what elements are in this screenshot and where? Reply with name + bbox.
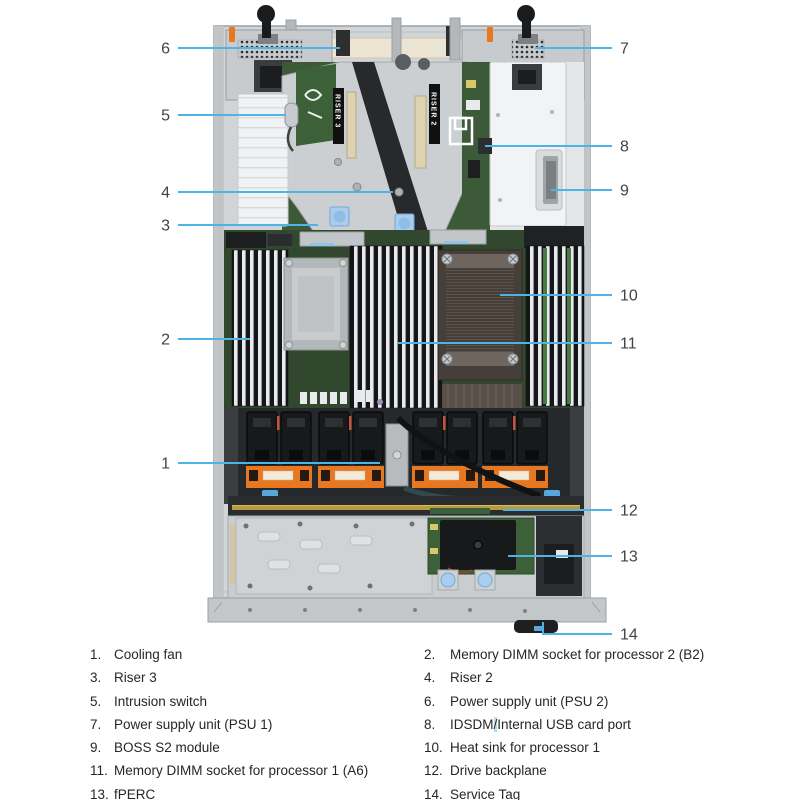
legend-num: 1.	[90, 647, 102, 662]
callout-12-number: 12	[620, 503, 638, 520]
dimm-bank-cpu2	[231, 249, 289, 407]
callout-1-number: 1	[161, 456, 170, 473]
psu2-release-tab	[229, 27, 235, 42]
callout-5: 5	[161, 108, 286, 125]
front-panel	[207, 597, 607, 633]
legend-num: 2.	[424, 647, 436, 662]
callout-9-number: 9	[620, 183, 629, 200]
legend-item-boss-s2: BOSS S2 module	[114, 740, 220, 756]
riser-cage: RISER 3 RISER 2	[281, 54, 469, 239]
callout-1: 1	[161, 456, 380, 473]
power-cable	[395, 415, 542, 499]
cooling-fan-row	[224, 408, 584, 518]
legend-item-cooling-fan: Cooling fan	[114, 647, 183, 662]
legend-item-drive-backplane: Drive backplane	[450, 763, 547, 779]
callout-6: 6	[161, 41, 340, 58]
callout-7: 7	[535, 41, 629, 58]
legend-num: 3.	[90, 670, 102, 686]
callout-9: 9	[551, 183, 629, 200]
legend-num: 13.	[90, 786, 109, 800]
service-tag	[514, 620, 558, 633]
legend-num: 7.	[90, 716, 102, 732]
callout-8: 8	[485, 139, 629, 156]
legend-num: 4.	[424, 670, 436, 686]
legend-item-fperc: fPERC	[114, 786, 156, 800]
lower-chassis	[227, 515, 585, 599]
riser-2: RISER 2	[414, 84, 440, 169]
callout-8-number: 8	[620, 139, 629, 156]
psu2-handle	[262, 12, 271, 38]
floor-plate	[235, 517, 433, 595]
callout-14: 14	[542, 622, 638, 644]
callout-5-number: 5	[161, 108, 170, 125]
callout-10: 10	[500, 288, 638, 305]
legend-item-idsdm-usb: IDSDM/Internal USB card port	[450, 713, 750, 736]
callout-13: 13	[508, 549, 638, 566]
legend-num: 11.	[90, 763, 108, 779]
callout-11: 11	[398, 336, 637, 353]
cpu2-socket	[283, 257, 349, 351]
legend-item-dimm-cpu2: Memory DIMM socket for processor 2 (B2)	[450, 647, 705, 662]
callout-2: 2	[161, 332, 250, 349]
server-top-view-diagram: RISER 3 RISER 2	[161, 5, 638, 644]
legend-num: 12.	[424, 763, 443, 779]
callout-11-number: 11	[620, 336, 637, 353]
legend: 1. Cooling fan 2. Memory DIMM socket for…	[90, 643, 750, 800]
legend-item-riser-2: Riser 2	[450, 670, 493, 686]
callout-3: 3	[161, 218, 318, 235]
legend-item-dimm-cpu1: Memory DIMM socket for processor 1 (A6)	[114, 763, 369, 779]
callout-14-number: 14	[620, 627, 638, 644]
psu1-handle	[522, 12, 531, 38]
legend-item-intrusion-switch: Intrusion switch	[114, 693, 208, 709]
riser-3: RISER 3	[333, 88, 357, 159]
callout-12: 12	[503, 503, 638, 520]
legend-num: 8.	[424, 716, 436, 732]
callouts: 6 5 4 3 2 1 7 8	[161, 41, 638, 644]
legend-num: 6.	[424, 693, 436, 709]
callout-3-number: 3	[161, 218, 170, 235]
riser-3-label: RISER 3	[334, 94, 341, 128]
callout-2-number: 2	[161, 332, 170, 349]
fperc-card	[427, 517, 535, 575]
legend-num: 5.	[90, 693, 102, 709]
callout-7-number: 7	[620, 41, 629, 58]
psu1-release-tab	[487, 27, 493, 42]
dimm-bank-right	[525, 245, 585, 407]
legend-item-riser-3: Riser 3	[114, 670, 157, 686]
idsdm-slash-highlight: /	[493, 716, 498, 732]
callout-13-number: 13	[620, 549, 638, 566]
cable-touchpoints	[437, 569, 496, 591]
drive-backplane	[228, 496, 584, 516]
boss-s2-module	[535, 149, 563, 211]
legend-num: 14.	[424, 786, 443, 800]
legend-item-psu-2: Power supply unit (PSU 2)	[450, 693, 609, 709]
legend-item-service-tag: Service Tag	[450, 786, 521, 800]
legend-num: 9.	[90, 740, 102, 756]
legend-num: 10.	[424, 740, 443, 756]
callout-6-number: 6	[161, 41, 170, 58]
motherboard	[224, 226, 585, 419]
callout-4: 4	[161, 185, 393, 202]
callout-10-number: 10	[620, 288, 638, 305]
psu2-filler	[237, 93, 289, 227]
heat-sink-cpu1	[437, 249, 523, 408]
idsdm-text: IDSDM	[450, 716, 494, 732]
callout-4-number: 4	[161, 185, 170, 202]
idsdm-text-rest: Internal USB card port	[497, 716, 631, 732]
legend-item-heat-sink: Heat sink for processor 1	[450, 740, 601, 756]
riser-2-label: RISER 2	[430, 92, 437, 126]
legend-item-psu-1: Power supply unit (PSU 1)	[114, 716, 273, 732]
dimm-bank-cpu1	[349, 245, 443, 409]
